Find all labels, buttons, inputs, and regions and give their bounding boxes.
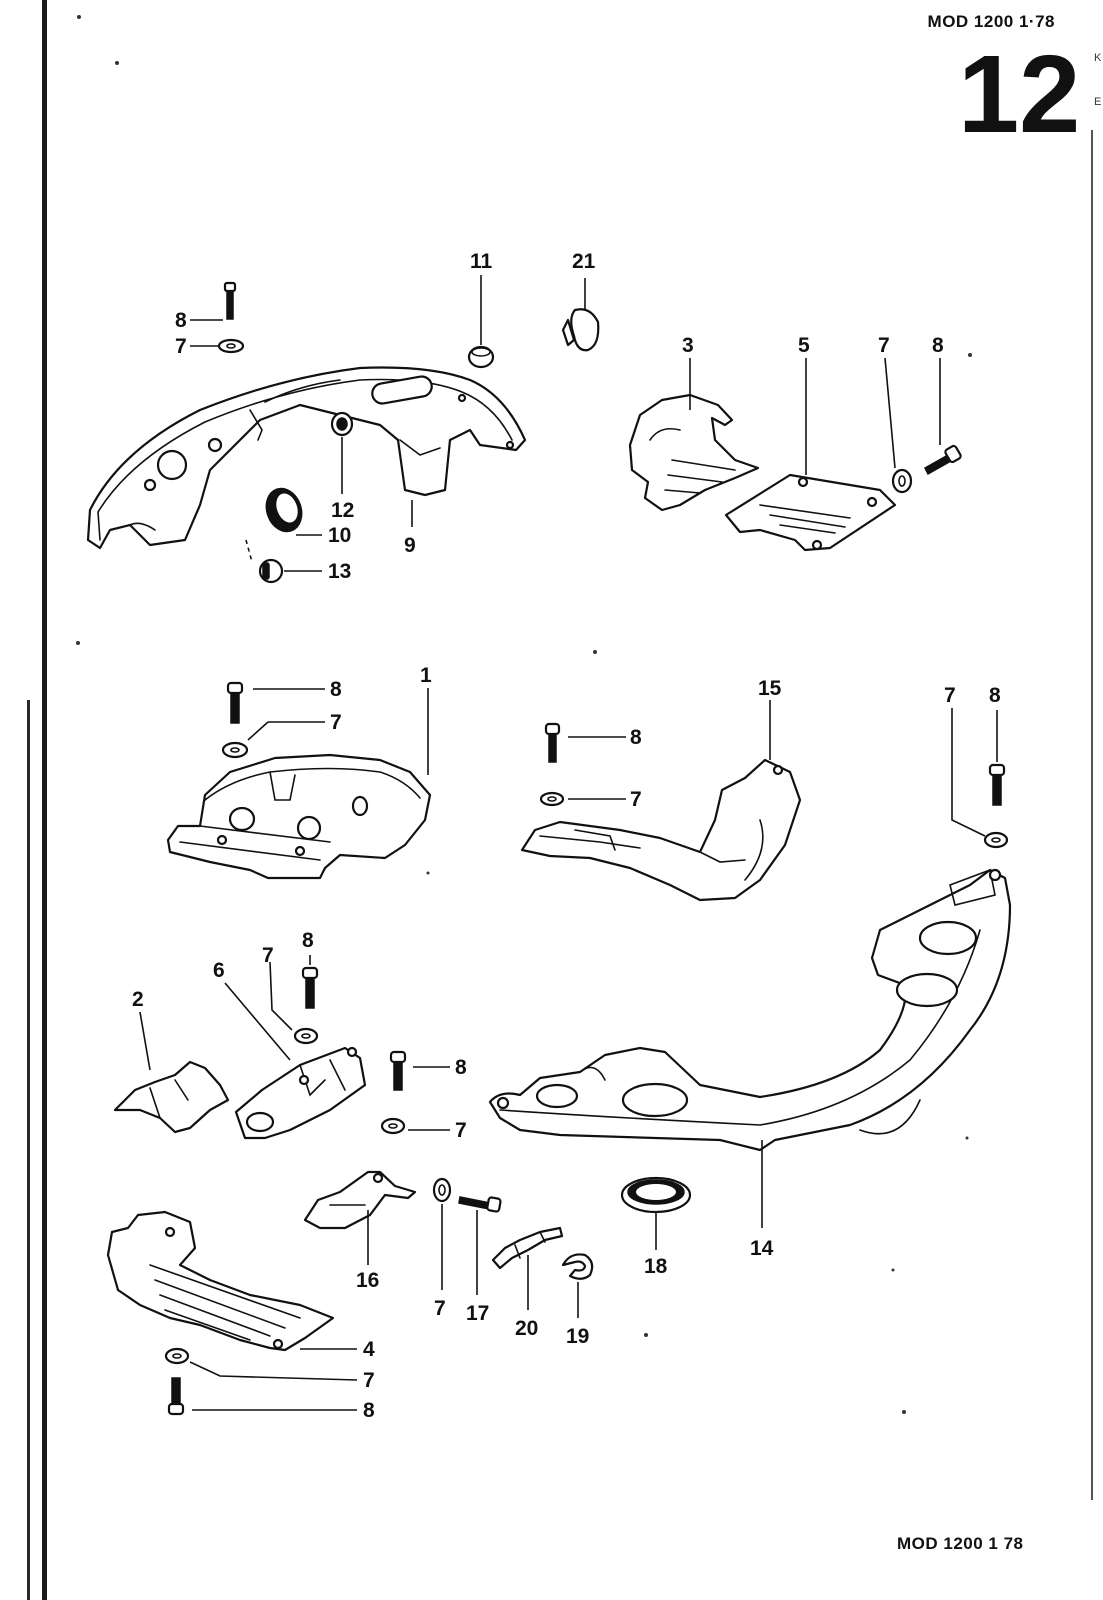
callout-13: 13 <box>328 560 351 583</box>
callout-4: 4 <box>363 1338 375 1361</box>
grommet-icon <box>467 345 495 369</box>
washer-icon <box>221 741 249 759</box>
callout-7: 7 <box>434 1297 446 1320</box>
washer-icon <box>217 338 245 354</box>
callout-21: 21 <box>572 250 596 273</box>
heat-exchanger-shroud-14 <box>488 868 1012 1152</box>
clip-icon <box>561 308 600 352</box>
nut-icon <box>330 411 354 437</box>
callout-9: 9 <box>404 534 416 557</box>
callout-2: 2 <box>132 988 144 1011</box>
callout-6: 6 <box>213 959 225 982</box>
page-number: 12 <box>958 33 1081 156</box>
washer-icon <box>891 468 913 494</box>
callout-15: 15 <box>758 677 782 700</box>
washer-icon <box>164 1347 190 1365</box>
callout-7: 7 <box>878 334 890 357</box>
callout-8: 8 <box>175 309 187 332</box>
screw-icon <box>924 444 962 476</box>
part-group-upper-right: 3 5 7 8 <box>628 334 962 552</box>
deflector-plate-2 <box>113 1060 230 1134</box>
retaining-clip-icon <box>561 1253 594 1280</box>
callout-7: 7 <box>175 335 187 358</box>
part-group-upper-left: 8 7 10 12 <box>86 250 600 584</box>
callout-10: 10 <box>328 524 351 547</box>
bracket-16 <box>303 1170 417 1230</box>
callout-17: 17 <box>466 1302 489 1325</box>
callout-7: 7 <box>262 944 274 967</box>
part-group-middle: 8 7 15 <box>520 677 802 902</box>
callout-7: 7 <box>630 788 642 811</box>
part-group-small-hardware: 16 7 17 20 19 18 <box>303 1170 692 1348</box>
air-deflector-15 <box>520 758 802 902</box>
part-group-bottom-left: 4 7 8 <box>106 1210 375 1422</box>
callout-7: 7 <box>363 1369 375 1392</box>
plug-icon <box>258 558 284 584</box>
callout-8: 8 <box>330 678 342 701</box>
callout-18: 18 <box>644 1255 668 1278</box>
screw-icon <box>223 281 237 320</box>
model-code-header: MOD 1200 1·78 <box>927 12 1055 31</box>
sealing-ring-icon <box>620 1176 692 1214</box>
cover-plate-4 <box>106 1210 335 1352</box>
washer-icon <box>293 1027 319 1045</box>
callout-8: 8 <box>630 726 642 749</box>
screw-icon <box>301 966 319 1009</box>
callout-8: 8 <box>363 1399 375 1422</box>
callout-20: 20 <box>515 1317 538 1340</box>
screw-icon <box>458 1196 502 1213</box>
callout-7: 7 <box>330 711 342 734</box>
scan-specks <box>76 15 972 1414</box>
washer-icon <box>432 1177 452 1203</box>
washer-icon <box>380 1117 406 1135</box>
callout-16: 16 <box>356 1269 379 1292</box>
callout-8: 8 <box>989 684 1001 707</box>
callout-8: 8 <box>302 929 314 952</box>
screw-icon <box>167 1377 185 1416</box>
callout-5: 5 <box>798 334 810 357</box>
washer-icon <box>983 831 1009 849</box>
model-code-footer: MOD 1200 1 78 <box>897 1534 1024 1553</box>
part-group-middle-left: 8 7 1 <box>166 664 432 880</box>
callout-7: 7 <box>455 1119 467 1142</box>
washer-icon <box>539 791 565 807</box>
binder-edge <box>42 0 47 1600</box>
part-group-lower-left: 2 6 8 7 8 7 <box>113 929 467 1142</box>
clamp-icon <box>491 1226 564 1270</box>
edge-letter-top: K <box>1094 52 1102 64</box>
page-margin-rule <box>1091 130 1093 1500</box>
callout-8: 8 <box>455 1056 467 1079</box>
seal-ring-icon <box>265 487 303 533</box>
part-group-lower-right: 14 <box>488 868 1012 1260</box>
screw-icon <box>389 1050 407 1091</box>
edge-letter-bottom: E <box>1094 96 1102 108</box>
callout-14: 14 <box>750 1237 774 1260</box>
callout-11: 11 <box>470 250 493 273</box>
callout-7: 7 <box>944 684 956 707</box>
screw-icon <box>988 763 1006 806</box>
screw-icon <box>544 722 561 763</box>
callout-8: 8 <box>932 334 944 357</box>
callout-19: 19 <box>566 1325 589 1348</box>
callout-1: 1 <box>420 664 432 687</box>
part-group-right: 8 7 <box>944 684 1009 849</box>
screw-icon <box>226 681 244 724</box>
cylinder-cover-housing <box>86 366 527 550</box>
binder-edge-secondary <box>27 700 30 1600</box>
callout-3: 3 <box>682 334 694 357</box>
callout-12: 12 <box>331 499 354 522</box>
cylinder-air-duct-1 <box>166 753 432 880</box>
